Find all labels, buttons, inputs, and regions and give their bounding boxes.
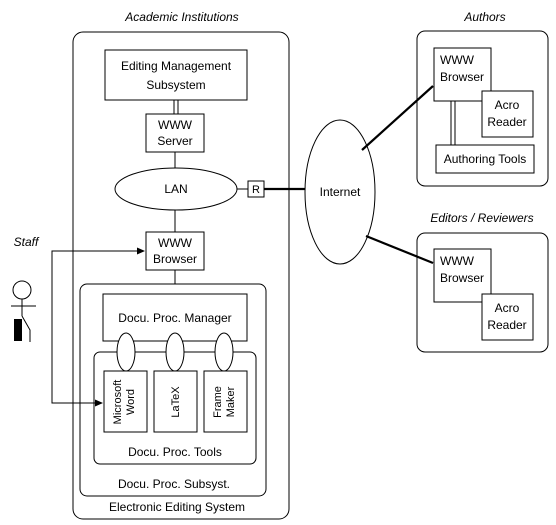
- academic-institutions-title: Academic Institutions: [124, 10, 238, 24]
- editors-reviewers-title: Editors / Reviewers: [430, 211, 533, 225]
- latex-label: LaTeX: [170, 386, 182, 418]
- editors-www-browser-line2: Browser: [440, 271, 484, 285]
- authors-www-browser-line1: WWW: [440, 53, 475, 67]
- internet-label: Internet: [320, 185, 361, 199]
- docu-proc-tools-label: Docu. Proc. Tools: [128, 445, 222, 459]
- authoring-tools-box: [435, 144, 535, 174]
- electronic-editing-system-box: [72, 31, 290, 520]
- www-browser-academic-line2: Browser: [153, 252, 197, 266]
- authors-acro-reader-line2: Reader: [487, 115, 526, 129]
- microsoft-word-line1: Microsoft: [112, 380, 124, 425]
- www-browser-academic-line1: WWW: [158, 236, 193, 250]
- latex-box: [153, 370, 198, 433]
- internet-ellipse: [304, 119, 376, 265]
- authors-title: Authors: [463, 10, 505, 24]
- router-label: R: [252, 184, 260, 196]
- connector-word: [116, 332, 136, 372]
- frame-maker-box: [203, 370, 248, 433]
- editing-management-subsystem-box: [104, 49, 248, 101]
- editors-acro-reader-line1: Acro: [495, 301, 520, 315]
- www-server-line2: Server: [157, 134, 192, 148]
- www-server-line1: WWW: [158, 118, 193, 132]
- www-server-box: [145, 113, 205, 153]
- editors-acro-reader-box: [481, 293, 534, 341]
- editors-acro-reader-line2: Reader: [487, 318, 526, 332]
- staff-label: Staff: [14, 235, 40, 249]
- electronic-editing-system-label: Electronic Editing System: [109, 500, 245, 514]
- microsoft-word-line2: Word: [125, 389, 137, 415]
- authors-box: [416, 30, 549, 187]
- microsoft-word-box: [103, 370, 148, 433]
- docu-proc-subsyst-label: Docu. Proc. Subsyst.: [118, 477, 230, 491]
- authors-acro-reader-line1: Acro: [495, 98, 520, 112]
- staff-to-word-arrow: [51, 305, 103, 407]
- frame-maker-line1: Frame: [212, 386, 224, 418]
- connector-frame: [214, 332, 234, 372]
- authors-www-browser-line2: Browser: [440, 70, 484, 84]
- editors-www-browser-box: [433, 248, 492, 303]
- staff-to-browser-arrow: [51, 247, 145, 305]
- editing-management-line2: Subsystem: [146, 78, 205, 92]
- authors-acro-reader-box: [481, 90, 534, 138]
- editors-www-browser-line1: WWW: [440, 254, 475, 268]
- docu-proc-subsyst-box: [79, 283, 267, 497]
- authoring-tools-label: Authoring Tools: [444, 152, 527, 166]
- editors-box: [416, 232, 549, 353]
- staff-person-icon: [11, 280, 36, 342]
- editing-management-line1: Editing Management: [121, 59, 232, 73]
- frame-maker-line2: Maker: [225, 386, 237, 417]
- connector-latex: [165, 332, 185, 372]
- lan-label: LAN: [164, 182, 187, 196]
- docu-proc-manager-label: Docu. Proc. Manager: [118, 311, 231, 325]
